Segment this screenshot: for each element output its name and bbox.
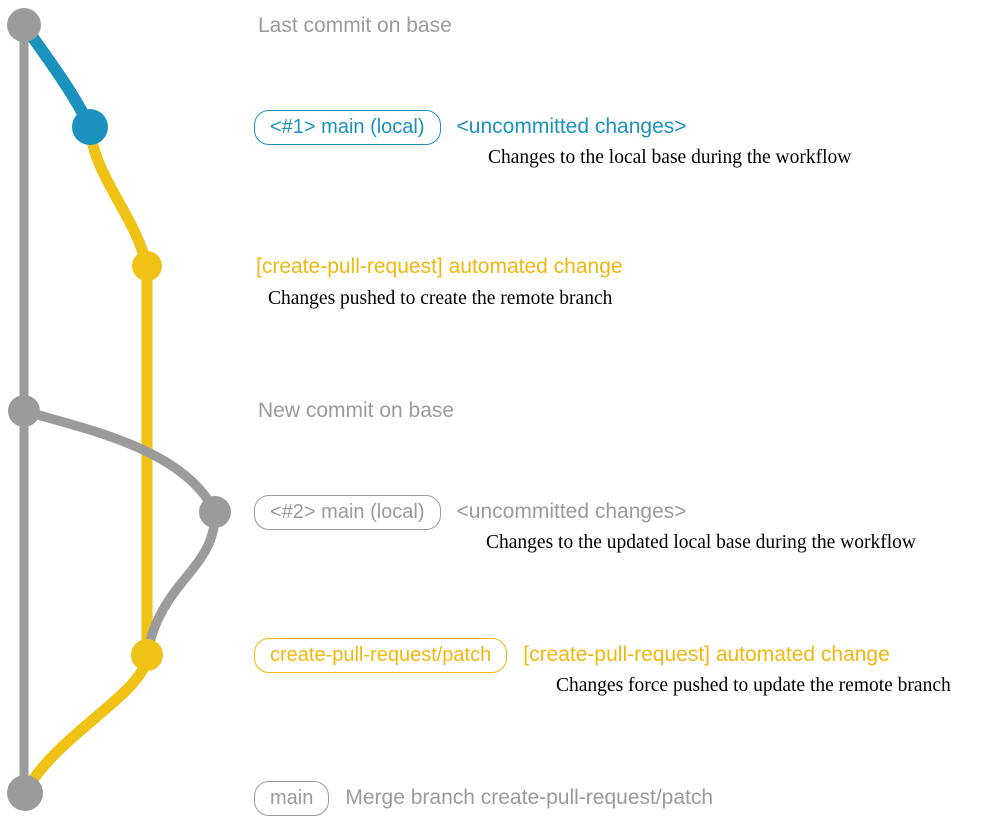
uncommitted-changes-note-1: <uncommitted changes> [456, 115, 687, 138]
commit-dot-automated-change-1 [132, 251, 162, 281]
yellow-merge-line [19, 649, 153, 799]
local-main-2-description: Changes to the updated local base during… [486, 532, 916, 553]
local-main-2-row: <#2> main (local) <uncommitted changes> [254, 493, 687, 531]
uncommitted-changes-note-2: <uncommitted changes> [456, 500, 687, 523]
git-graph [7, 8, 231, 811]
automated-change-2-label: [create-pull-request] automated change [523, 643, 890, 666]
merge-commit-label: Merge branch create-pull-request/patch [345, 786, 714, 809]
yellow-branch-line [84, 121, 153, 661]
commit-dot-local-main-2 [199, 496, 231, 528]
commit-dot-last-commit-on-base [7, 8, 41, 42]
branch-badge-main: main [254, 780, 330, 816]
branch-badge-main-local-2: <#2> main (local) [254, 494, 441, 530]
automated-change-2-description: Changes force pushed to update the remot… [556, 675, 951, 696]
local-main-1-row: <#1> main (local) <uncommitted changes> [254, 108, 687, 146]
automated-change-2-row: create-pull-request/patch [create-pull-r… [254, 636, 890, 674]
automated-change-1-label: [create-pull-request] automated change [256, 255, 623, 278]
commit-dot-local-main-1 [72, 109, 108, 145]
commit-dot-automated-change-2 [131, 639, 163, 671]
local-main-1-description: Changes to the local base during the wor… [488, 147, 852, 168]
gray-branch-line-out [19, 406, 220, 517]
merge-row: main Merge branch create-pull-request/pa… [254, 779, 713, 817]
branch-badge-create-pull-request-patch: create-pull-request/patch [254, 637, 508, 673]
new-commit-label: New commit on base [258, 399, 455, 422]
last-commit-label: Last commit on base [258, 14, 452, 37]
commit-dot-new-commit-on-base [8, 395, 40, 427]
gray-branch-line-in [142, 507, 220, 660]
blue-branch-line [18, 19, 96, 133]
automated-change-1-description: Changes pushed to create the remote bran… [268, 288, 613, 309]
branch-badge-main-local-1: <#1> main (local) [254, 109, 441, 145]
commit-dot-merge [7, 775, 43, 811]
